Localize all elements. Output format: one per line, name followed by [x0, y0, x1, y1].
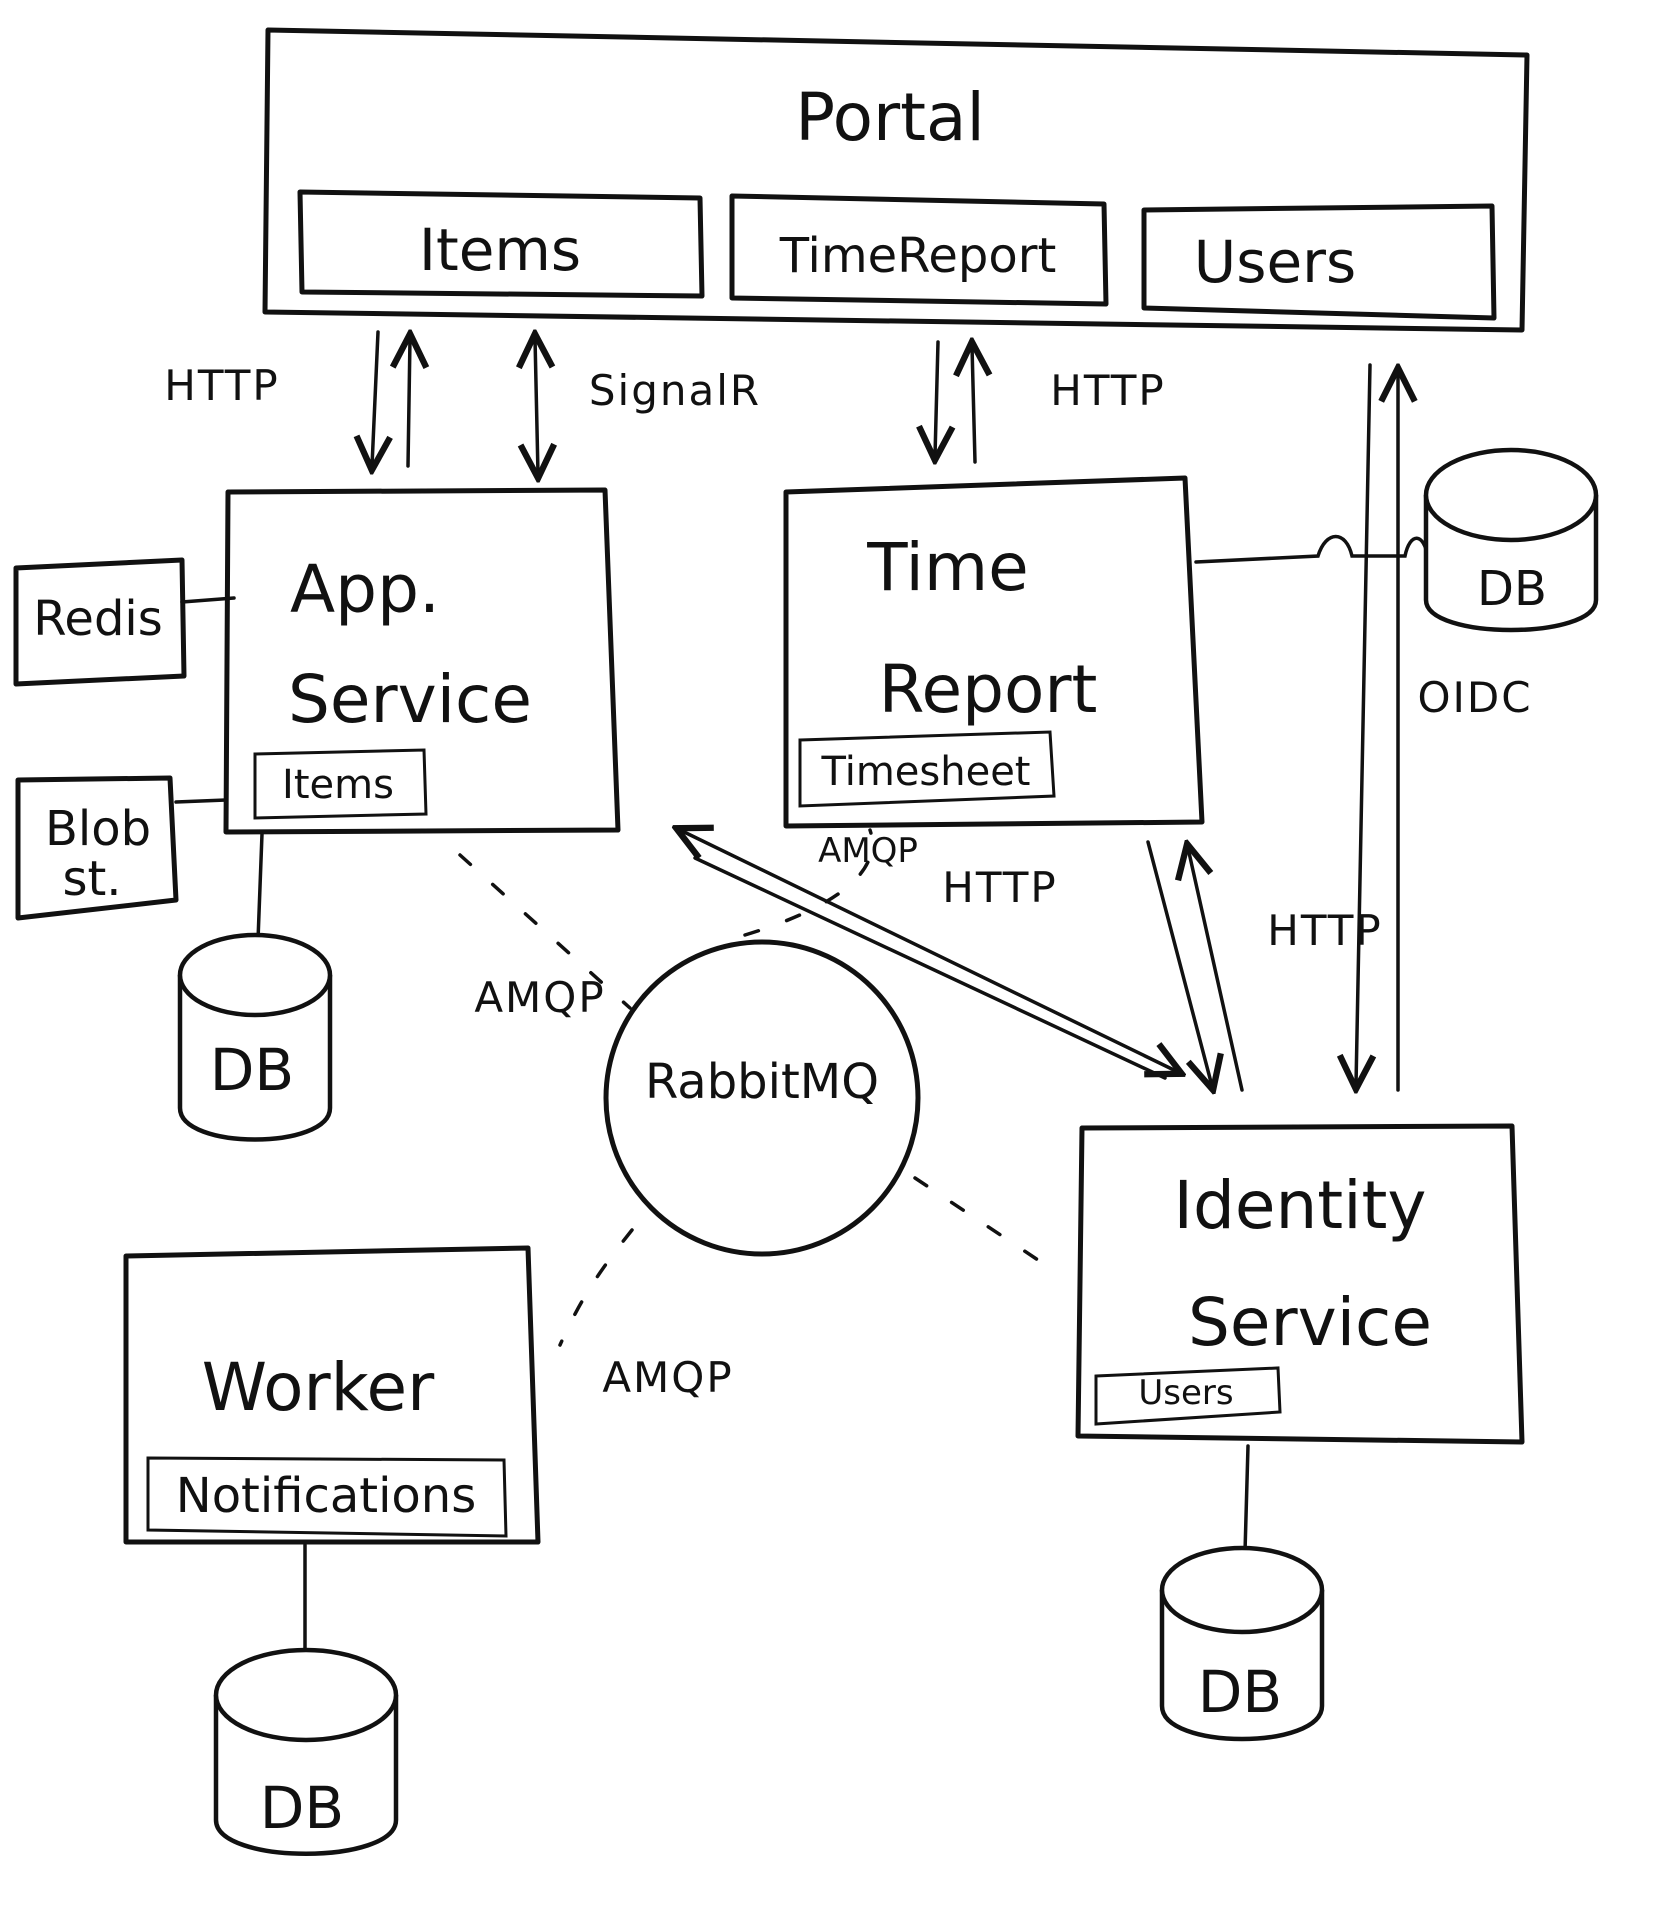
svg-text:Blob: Blob [45, 801, 151, 857]
portal-box: Portal Items TimeReport Users [262, 27, 1530, 333]
svg-text:Timesheet: Timesheet [821, 749, 1031, 795]
time-report-module: Timesheet [798, 730, 1056, 808]
svg-text:DB: DB [1477, 561, 1547, 617]
svg-text:Items: Items [419, 216, 581, 284]
svg-text:RabbitMQ: RabbitMQ [645, 1054, 879, 1110]
label-http-time-identity: HTTP [1267, 906, 1382, 955]
svg-text:TimeReport: TimeReport [779, 228, 1057, 284]
label-amqp-app: AMQP [474, 973, 605, 1022]
label-amqp-worker: AMQP [602, 1353, 733, 1402]
svg-text:Users: Users [1138, 1373, 1233, 1413]
svg-text:Users: Users [1194, 228, 1356, 296]
app-rabbit-connection: AMQP [458, 853, 632, 1022]
identity-module: Users [1094, 1366, 1282, 1426]
app-service-box: App. Service Items [223, 487, 621, 835]
time-rabbit-connection: AMQP [743, 828, 918, 937]
portal-section-timereport: TimeReport [729, 193, 1109, 307]
label-signalr: SignalR [589, 366, 761, 415]
app-service-title-2: Service [288, 661, 532, 738]
label-http-app-identity: HTTP [942, 863, 1057, 912]
app-service-title-1: App. [290, 551, 440, 628]
app-service-module: Items [253, 748, 428, 820]
time-report-title-2: Report [879, 651, 1098, 728]
identity-title-1: Identity [1174, 1167, 1427, 1244]
label-oidc: OIDC [1417, 673, 1532, 722]
time-report-title-1: Time [866, 529, 1029, 606]
svg-text:DB: DB [260, 1774, 344, 1842]
identity-service-box: Identity Service Users [1075, 1123, 1525, 1445]
worker-db: DB [213, 1543, 399, 1856]
svg-text:DB: DB [1198, 1658, 1282, 1726]
label-http-portal-time: HTTP [1050, 366, 1165, 415]
portal-title: Portal [795, 79, 985, 156]
app-identity-connection: HTTP [680, 830, 1178, 1080]
portal-time-connection: HTTP [935, 342, 1165, 462]
worker-title: Worker [202, 1349, 435, 1426]
svg-text:DB: DB [210, 1036, 294, 1104]
redis-box: Redis [13, 557, 236, 687]
identity-rabbit-connection [913, 1176, 1052, 1270]
label-http-portal-app: HTTP [164, 361, 279, 410]
portal-section-items: Items [297, 189, 705, 299]
time-report-box: Time Report Timesheet [783, 475, 1205, 829]
svg-text:Redis: Redis [33, 591, 163, 647]
rabbitmq-node: RabbitMQ [603, 939, 921, 1257]
time-report-db: DB [1194, 447, 1599, 633]
blob-storage-box: Blob st. [15, 775, 228, 921]
worker-box: Worker Notifications [123, 1245, 541, 1545]
label-amqp-time: AMQP [818, 831, 918, 871]
identity-db: DB [1159, 1444, 1325, 1742]
worker-module: Notifications [146, 1456, 508, 1538]
worker-rabbit-connection: AMQP [558, 1228, 733, 1402]
identity-title-2: Service [1188, 1284, 1432, 1361]
portal-identity-connection: OIDC [1356, 363, 1532, 1090]
svg-text:Notifications: Notifications [176, 1468, 476, 1524]
svg-text:st.: st. [62, 851, 121, 907]
time-identity-connection: HTTP [1146, 842, 1382, 1090]
portal-section-users: Users [1141, 203, 1497, 321]
svg-text:Items: Items [282, 762, 394, 808]
app-db: DB [177, 832, 333, 1142]
portal-app-connection: HTTP SignalR [164, 332, 761, 474]
